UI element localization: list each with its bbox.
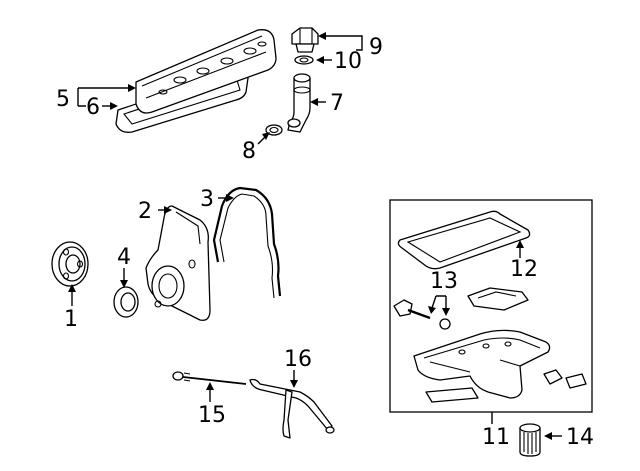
callout-2: 2 <box>138 199 152 224</box>
oil-pan-assembly-frame <box>389 199 593 413</box>
callout-3: 3 <box>200 187 214 212</box>
filler-tube-seal[interactable] <box>265 124 283 136</box>
oil-pan[interactable] <box>413 329 587 403</box>
callout-11: 11 <box>482 425 510 450</box>
callout-16: 16 <box>284 347 312 372</box>
dipstick-tube[interactable] <box>249 378 335 439</box>
callout-6: 6 <box>86 95 100 120</box>
callout-7: 7 <box>330 91 344 116</box>
callout-10: 10 <box>334 49 362 74</box>
oil-pan-gasket[interactable] <box>397 210 531 270</box>
oil-filler-tube[interactable] <box>287 73 311 133</box>
cap-seal[interactable] <box>294 55 314 65</box>
crankshaft-pulley[interactable] <box>51 241 89 287</box>
front-cover[interactable] <box>145 205 211 321</box>
oil-filter[interactable] <box>519 423 541 457</box>
callout-8: 8 <box>242 139 256 164</box>
front-cover-gasket[interactable] <box>212 186 282 299</box>
callout-5: 5 <box>56 87 70 112</box>
callout-1: 1 <box>64 307 78 332</box>
valve-cover[interactable] <box>135 29 277 114</box>
oil-filler-cap[interactable] <box>291 27 319 53</box>
front-seal[interactable] <box>113 286 139 318</box>
callout-15: 15 <box>198 403 226 428</box>
callout-12: 12 <box>510 257 538 282</box>
dipstick[interactable] <box>172 371 247 385</box>
callout-14: 14 <box>566 425 594 450</box>
callout-13: 13 <box>430 269 458 294</box>
callout-4: 4 <box>117 245 131 270</box>
oil-pump-screen-and-seal[interactable] <box>393 287 529 330</box>
callout-9: 9 <box>369 35 383 60</box>
